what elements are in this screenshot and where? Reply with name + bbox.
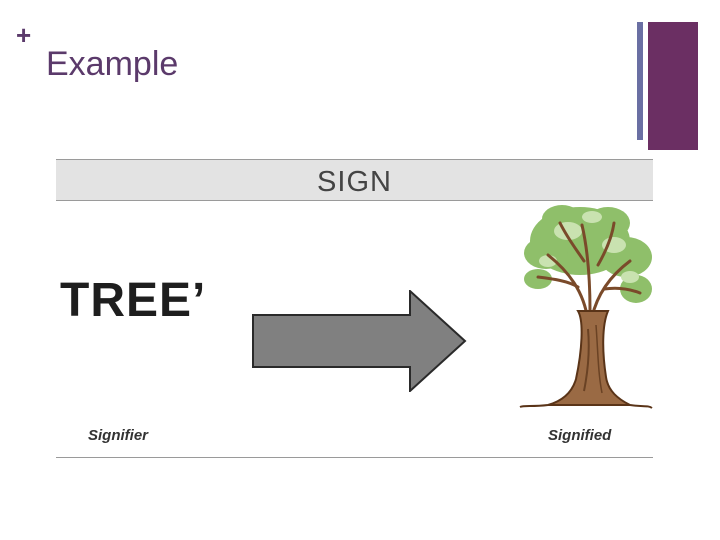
tree-icon [518, 201, 653, 411]
bottom-divider [56, 457, 653, 458]
signifier-word: TREE’ [60, 273, 206, 328]
signifier-caption: Signifier [88, 427, 148, 444]
accent-block [648, 22, 698, 150]
signified-caption: Signified [548, 427, 611, 444]
sign-header-band: SIGN [56, 159, 653, 201]
accent-line [637, 22, 643, 140]
right-arrow-icon [252, 290, 468, 392]
sign-header-label: SIGN [56, 166, 653, 199]
slide-title: Example [46, 44, 178, 84]
bullet-plus-icon: + [16, 22, 31, 48]
sign-diagram: SIGN TREE’ [56, 155, 653, 463]
